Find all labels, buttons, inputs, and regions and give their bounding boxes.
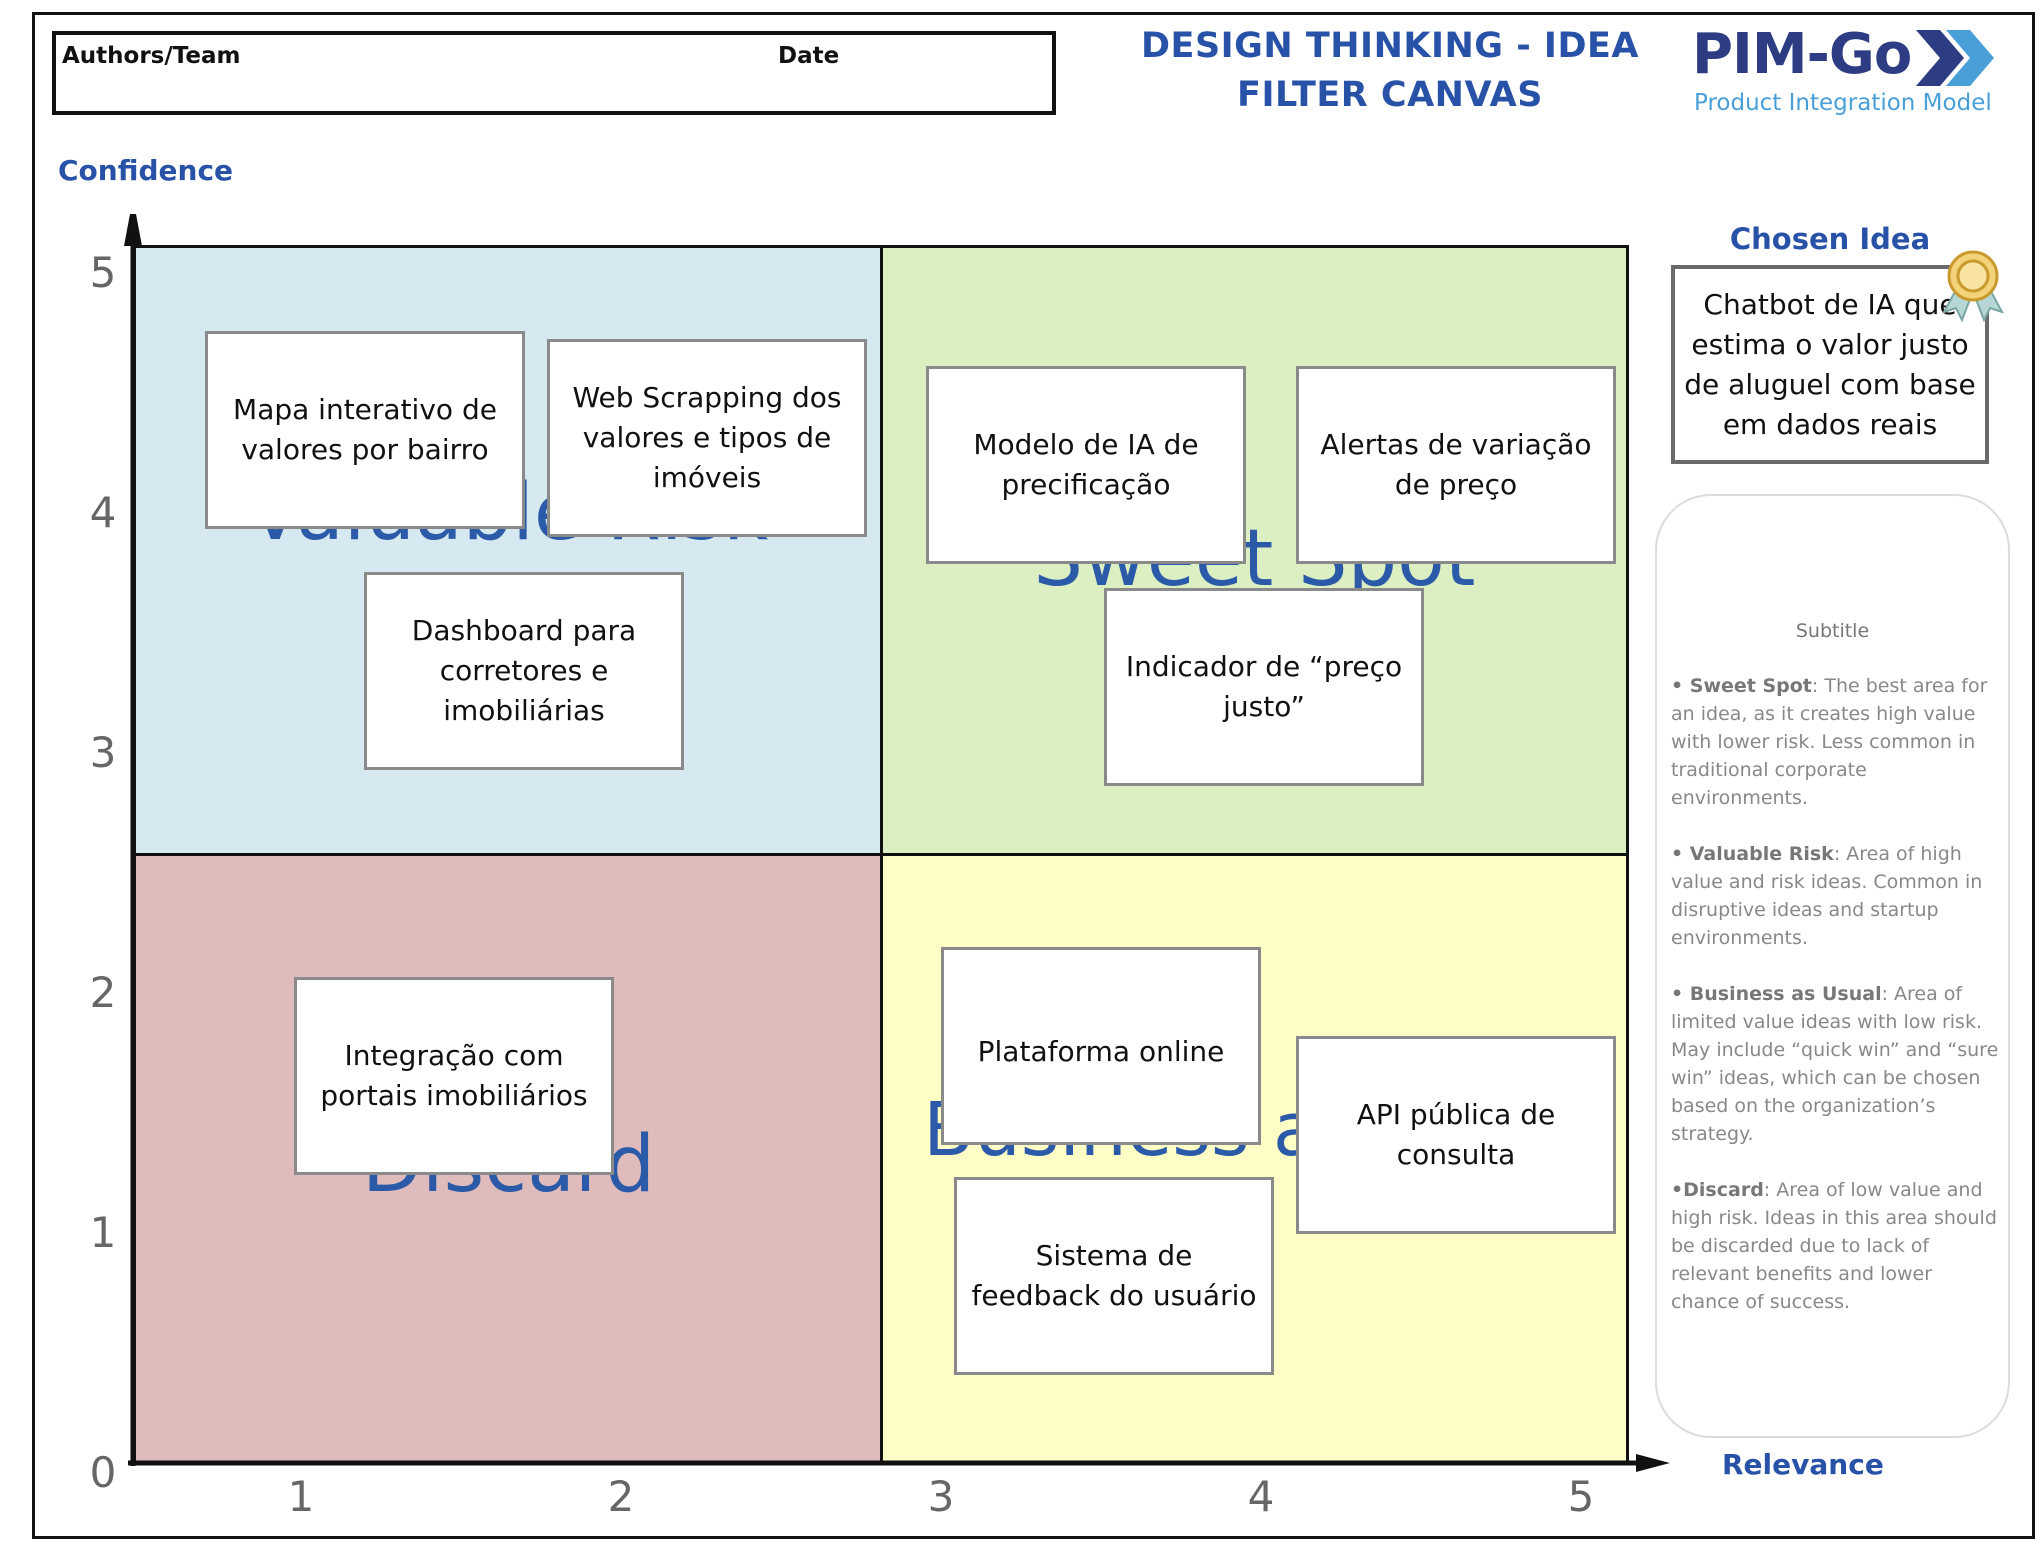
idea-note-indicador[interactable]: Indicador de “preço justo” [1104, 588, 1424, 786]
y-axis-title: Confidence [58, 154, 234, 187]
legend-term: •Discard [1671, 1179, 1764, 1201]
legend-item-business-as-usual: • Business as Usual: Area of limited val… [1671, 980, 2001, 1148]
logo-subtitle: Product Integration Model [1694, 90, 1992, 116]
chosen-idea-title: Chosen Idea [1729, 222, 1931, 256]
legend-desc: : The best area for an idea, as it creat… [1671, 675, 1988, 809]
y-tick-0: 0 [89, 1448, 117, 1497]
legend-item-valuable-risk: • Valuable Risk: Area of high value and … [1671, 840, 2001, 952]
x-tick-3: 3 [927, 1472, 955, 1521]
idea-note-dashboard[interactable]: Dashboard para corretores e imobiliárias [364, 572, 684, 770]
pim-go-logo: PIM-Go Product Integration Model [1680, 22, 2020, 122]
idea-note-scrapping[interactable]: Web Scrapping dos valores e tipos de imó… [547, 339, 867, 537]
title-line-1: DESIGN THINKING - IDEA [1140, 26, 1639, 66]
chosen-idea-box[interactable]: Chatbot de IA que estima o valor justo d… [1671, 265, 1989, 464]
authors-date-box[interactable]: Authors/Team Date [52, 31, 1056, 115]
legend-panel: Subtitle • Sweet Spot: The best area for… [1655, 494, 2010, 1438]
idea-note-mapa[interactable]: Mapa interativo de valores por bairro [205, 331, 525, 529]
idea-note-alertas[interactable]: Alertas de variação de preço [1296, 366, 1616, 564]
idea-note-integracao[interactable]: Integração com portais imobiliários [294, 977, 614, 1175]
canvas-frame [32, 12, 2035, 1539]
idea-note-modelo[interactable]: Modelo de IA de precificação [926, 366, 1246, 564]
y-tick-2: 2 [89, 968, 117, 1017]
idea-note-api[interactable]: API pública de consulta [1296, 1036, 1616, 1234]
double-chevron-icon [1916, 30, 1994, 86]
page-title: DESIGN THINKING - IDEA FILTER CANVAS [1120, 22, 1660, 120]
idea-note-plataforma[interactable]: Plataforma online [941, 947, 1261, 1145]
legend-desc: : Area of high value and risk ideas. Com… [1671, 843, 1983, 949]
x-axis-title: Relevance [1722, 1448, 1884, 1481]
x-tick-4: 4 [1247, 1472, 1275, 1521]
legend-desc: : Area of low value and high risk. Ideas… [1671, 1179, 1997, 1313]
legend-term: • Valuable Risk [1671, 843, 1834, 865]
date-label: Date [778, 43, 840, 69]
legend-item-sweet-spot: • Sweet Spot: The best area for an idea,… [1671, 672, 2001, 812]
y-tick-1: 1 [89, 1208, 117, 1257]
title-line-2: FILTER CANVAS [1237, 75, 1543, 115]
legend-desc: : Area of limited value ideas with low r… [1671, 983, 1999, 1145]
legend-term: • Sweet Spot [1671, 675, 1812, 697]
legend-body: • Sweet Spot: The best area for an idea,… [1671, 672, 2001, 1344]
y-tick-5: 5 [89, 248, 117, 297]
x-tick-5: 5 [1567, 1472, 1595, 1521]
legend-item-discard: •Discard: Area of low value and high ris… [1671, 1176, 2001, 1316]
authors-label: Authors/Team [62, 43, 241, 69]
y-tick-3: 3 [89, 728, 117, 777]
legend-term: • Business as Usual [1671, 983, 1882, 1005]
x-tick-2: 2 [607, 1472, 635, 1521]
award-ribbon-icon [1941, 250, 2005, 323]
logo-name: PIM-Go [1692, 22, 1912, 87]
legend-subtitle: Subtitle [1795, 620, 1870, 642]
y-tick-4: 4 [89, 488, 117, 537]
x-tick-1: 1 [287, 1472, 315, 1521]
idea-note-feedback[interactable]: Sistema de feedback do usuário [954, 1177, 1274, 1375]
